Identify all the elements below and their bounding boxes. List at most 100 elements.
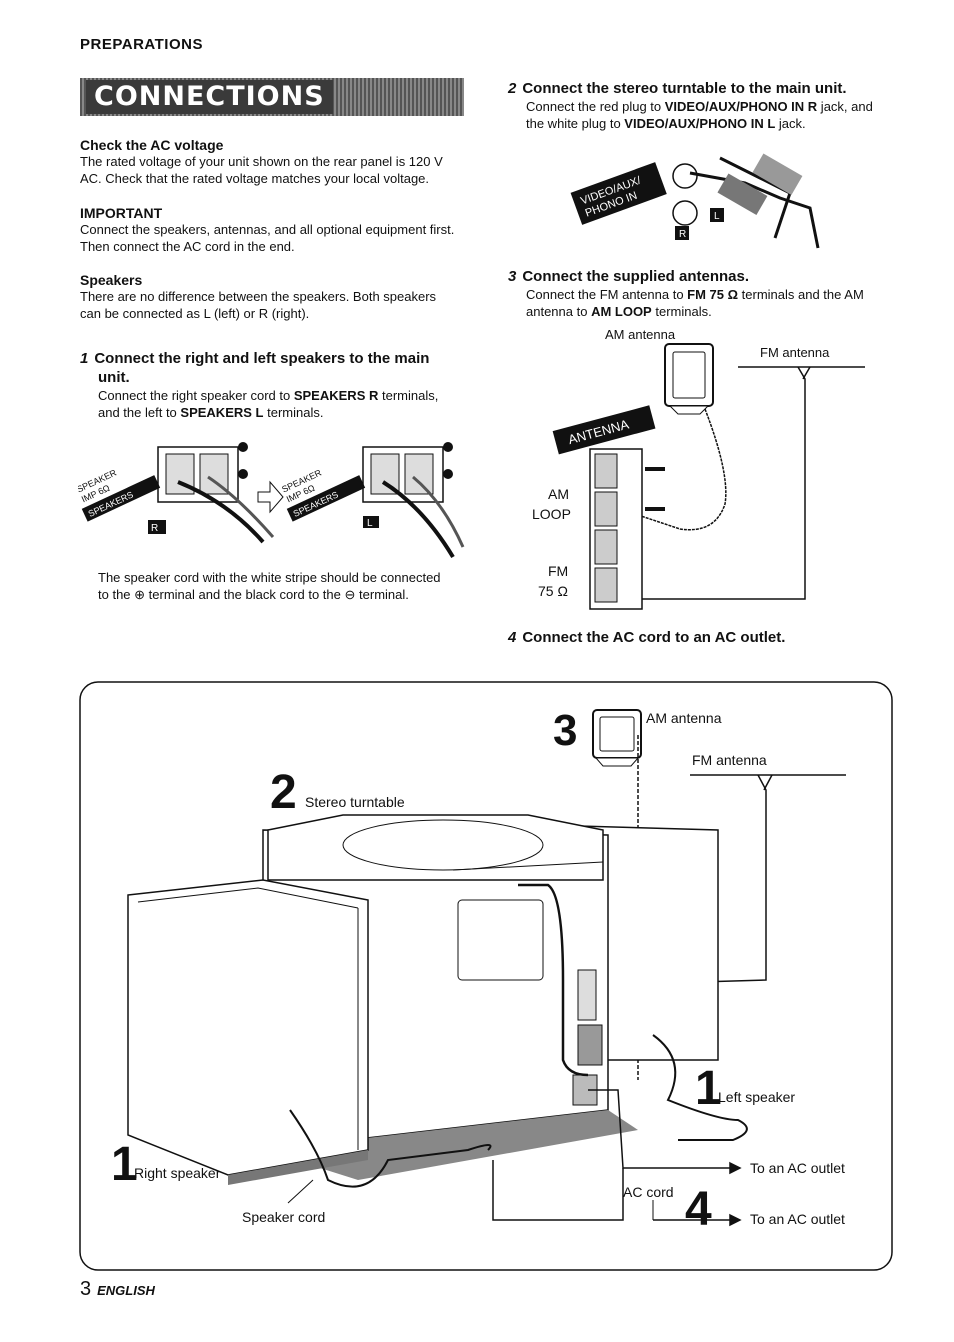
text-run-bold: SPEAKERS R bbox=[293, 388, 379, 403]
turntable-cable bbox=[518, 883, 589, 1077]
note-text-2: to the ⊕ terminal and the black cord to … bbox=[98, 586, 470, 603]
step4-heading: 4 Connect the AC cord to an AC outlet. bbox=[508, 628, 908, 647]
text-run-bold: VIDEO/AUX/PHONO IN R bbox=[664, 99, 818, 114]
jack-l-socket bbox=[672, 163, 698, 189]
text-run: terminals. bbox=[263, 405, 324, 420]
step4-title: Connect the AC cord to an AC outlet. bbox=[522, 629, 786, 646]
speaker-cord-label: Speaker cord bbox=[242, 1209, 325, 1225]
important-heading: IMPORTANT bbox=[80, 205, 163, 221]
ac-outlet-label-1: To an AC outlet bbox=[750, 1160, 845, 1176]
am-antenna-label: AM antenna bbox=[646, 710, 722, 726]
step1-title-1: Connect the right and left speakers to t… bbox=[94, 350, 430, 367]
video-aux-phono-plate: VIDEO/AUX/ PHONO IN bbox=[570, 162, 667, 225]
speakers-heading: Speakers bbox=[80, 272, 143, 288]
step1-heading: 1 Connect the right and left speakers to … bbox=[80, 349, 470, 368]
minus-icon: ⊖ bbox=[344, 587, 356, 602]
fm-label-1: FM bbox=[548, 563, 568, 579]
ac-cord-2 bbox=[492, 1160, 624, 1221]
step1-title-2: unit. bbox=[98, 369, 130, 386]
speakers-r-terminal-block: R SPEAKERS SPEAKER IMP 6Ω bbox=[78, 442, 275, 544]
step1-number: 1 bbox=[80, 350, 89, 367]
stereo-turntable bbox=[267, 814, 604, 881]
text-run: jack. bbox=[775, 116, 806, 131]
arrow-right-icon bbox=[257, 480, 284, 514]
check-voltage-heading: Check the AC voltage bbox=[80, 137, 224, 153]
antenna-terminals-illustration: AM antenna FM antenna ANTENNA AM LOOP FM… bbox=[532, 327, 865, 610]
step3-section: 3 Connect the supplied antennas. Connect … bbox=[508, 267, 908, 320]
step-number-3: 3 bbox=[553, 706, 577, 755]
speakers-section: Speakers There are no difference between… bbox=[80, 272, 470, 322]
step-number-2: 2 bbox=[270, 766, 297, 819]
plus-icon: ⊕ bbox=[134, 587, 146, 602]
speaker-cord-note: The speaker cord with the white stripe s… bbox=[98, 569, 470, 603]
step3-number: 3 bbox=[508, 268, 517, 285]
page-banner: CONNECTIONS bbox=[80, 78, 464, 116]
page-title: CONNECTIONS bbox=[86, 80, 333, 114]
arrow-right-icon bbox=[718, 1161, 742, 1175]
jack-r-label: R bbox=[679, 229, 686, 240]
step1-text-1: Connect the right speaker cord to SPEAKE… bbox=[80, 387, 470, 404]
antenna-plate: ANTENNA bbox=[552, 405, 656, 455]
text-run: Connect the FM antenna to bbox=[526, 287, 688, 302]
step2-heading: 2 Connect the stereo turntable to the mai… bbox=[508, 79, 908, 98]
fm-label-2: 75 Ω bbox=[538, 583, 568, 599]
text-run: terminal and the black cord to the bbox=[145, 587, 345, 602]
text-run-bold: SPEAKERS L bbox=[180, 405, 264, 420]
text-run: antenna to bbox=[526, 304, 592, 319]
am-antenna-label: AM antenna bbox=[605, 327, 676, 342]
red-plug bbox=[717, 173, 768, 216]
text-run: terminal. bbox=[355, 587, 409, 602]
antenna-terminal-block bbox=[589, 448, 665, 610]
step4-number: 4 bbox=[508, 629, 517, 646]
rear-terminals bbox=[572, 969, 603, 1106]
important-section: IMPORTANT Connect the speakers, antennas… bbox=[80, 205, 470, 255]
step-number-1-left: 1 bbox=[695, 1062, 722, 1115]
left-speaker-label: Left speaker bbox=[718, 1089, 795, 1105]
text-run: jack, and bbox=[817, 99, 873, 114]
step3-heading: 3 Connect the supplied antennas. bbox=[508, 267, 908, 286]
am-loop-antenna bbox=[664, 343, 714, 415]
text-run: Connect the red plug to bbox=[526, 99, 665, 114]
system-connection-diagram: 3 AM antenna FM antenna 2 Stereo turntab… bbox=[79, 681, 893, 1271]
right-speaker-cabinet bbox=[127, 879, 369, 1185]
step2-title: Connect the stereo turntable to the main… bbox=[522, 80, 847, 97]
stereo-turntable-label: Stereo turntable bbox=[305, 794, 405, 810]
step2-section: 2 Connect the stereo turntable to the mai… bbox=[508, 79, 908, 132]
text-run: and the left to bbox=[98, 405, 181, 420]
speakers-text-1: There are no difference between the spea… bbox=[80, 289, 437, 304]
check-voltage-text-1: The rated voltage of your unit shown on … bbox=[80, 154, 443, 169]
step1-section: 1 Connect the right and left speakers to … bbox=[80, 349, 470, 421]
step1-text-2: and the left to SPEAKERS L terminals. bbox=[80, 404, 470, 421]
language-label: ENGLISH bbox=[97, 1283, 155, 1298]
jack-r-socket bbox=[672, 200, 698, 226]
step2-text-1: Connect the red plug to VIDEO/AUX/PHONO … bbox=[508, 98, 908, 115]
right-speaker-cord bbox=[289, 1109, 492, 1188]
step2-text-2: the white plug to VIDEO/AUX/PHONO IN L j… bbox=[508, 115, 908, 132]
terminal-r-label: R bbox=[151, 523, 158, 534]
step-number-1-right: 1 bbox=[111, 1138, 138, 1191]
am-loop-label-2: LOOP bbox=[532, 506, 571, 522]
step4-section: 4 Connect the AC cord to an AC outlet. bbox=[508, 628, 908, 647]
important-text-1: Connect the speakers, antennas, and all … bbox=[80, 222, 455, 237]
ac-cord-label: AC cord bbox=[623, 1184, 674, 1200]
page-number: 3 bbox=[80, 1278, 92, 1300]
text-run-bold: AM LOOP bbox=[591, 304, 652, 319]
speaker-terminals-illustration: R SPEAKERS SPEAKER IMP 6Ω L SPEAKERS SPE… bbox=[78, 442, 465, 559]
arrow-right-icon bbox=[718, 1213, 742, 1227]
page-footer: 3 ENGLISH bbox=[80, 1278, 155, 1301]
text-run: Connect the right speaker cord to bbox=[98, 388, 294, 403]
step2-number: 2 bbox=[508, 80, 517, 97]
left-speaker-cord bbox=[652, 1034, 748, 1141]
jack-l-label: L bbox=[714, 211, 720, 222]
section-label: PREPARATIONS bbox=[80, 36, 203, 53]
text-run-bold: FM 75 Ω bbox=[687, 287, 739, 302]
step3-title: Connect the supplied antennas. bbox=[522, 268, 750, 285]
text-run: to the bbox=[98, 587, 135, 602]
note-text-1: The speaker cord with the white stripe s… bbox=[98, 570, 441, 585]
speakers-l-terminal-block: L SPEAKERS SPEAKER IMP 6Ω bbox=[280, 442, 465, 559]
step3-text-1: Connect the FM antenna to FM 75 Ω termin… bbox=[508, 286, 908, 303]
check-voltage-text-2: AC. Check that the rated voltage matches… bbox=[80, 171, 430, 186]
text-run: terminals and the AM bbox=[738, 287, 864, 302]
text-run: terminals, bbox=[378, 388, 439, 403]
am-loop-label-1: AM bbox=[548, 486, 569, 502]
